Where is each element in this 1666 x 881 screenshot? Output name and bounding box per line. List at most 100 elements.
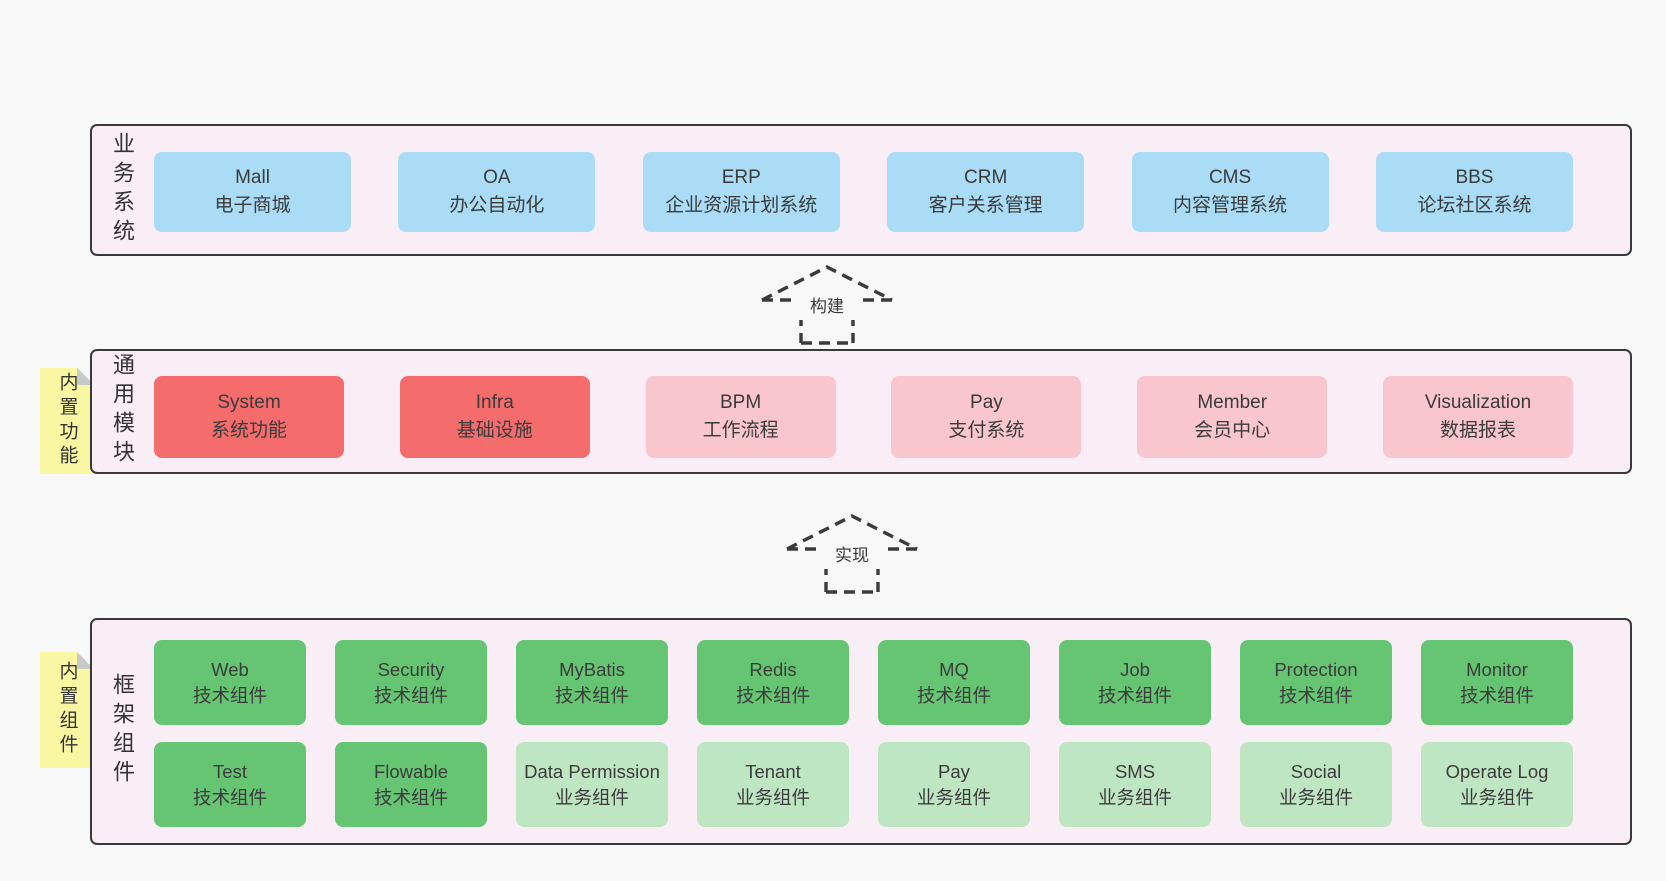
- card-subtitle: 业务组件: [554, 786, 629, 808]
- card-title: Security: [377, 658, 445, 680]
- card-pay: Pay 支付系统: [891, 376, 1082, 458]
- card-visualization: Visualization 数据报表: [1382, 376, 1573, 458]
- section-label-framework: 框架组件: [92, 620, 152, 843]
- card-title: MQ: [939, 658, 969, 680]
- card-title: Web: [211, 658, 249, 680]
- card-title: System: [217, 391, 281, 413]
- section-label-business: 业务系统: [92, 126, 152, 254]
- card-subtitle: 工作流程: [702, 420, 779, 441]
- card-subtitle: 技术组件: [192, 786, 267, 808]
- card-title: Flowable: [373, 760, 449, 782]
- card-title: CMS: [1208, 166, 1252, 188]
- section-label-text: 业务系统: [110, 131, 135, 249]
- card-title: Pay: [970, 391, 1003, 413]
- card-subtitle: 技术组件: [1459, 684, 1534, 706]
- card-subtitle: 客户关系管理: [928, 195, 1043, 216]
- card-system: System 系统功能: [154, 376, 344, 458]
- section-label-common: 通用模块: [92, 351, 152, 472]
- arrow-label: 构建: [810, 297, 844, 316]
- card-subtitle: 电子商城: [214, 195, 291, 216]
- card-title: MyBatis: [559, 658, 625, 680]
- card-subtitle: 基础设施: [456, 420, 533, 441]
- arrow-build-icon: 构建: [761, 265, 893, 345]
- card-test: Test 技术组件: [154, 742, 306, 827]
- card-title: BPM: [720, 391, 762, 413]
- card-subtitle: 技术组件: [735, 684, 810, 706]
- card-title: Operate Log: [1445, 760, 1549, 782]
- folded-corner-icon: [77, 368, 94, 385]
- card-subtitle: 内容管理系统: [1173, 195, 1288, 216]
- card-mall: Mall 电子商城: [154, 152, 351, 232]
- card-monitor: Monitor 技术组件: [1421, 640, 1573, 725]
- arrow-label-background: [797, 290, 857, 320]
- card-data-permission: Data Permission 业务组件: [516, 742, 668, 827]
- card-subtitle: 技术组件: [1097, 684, 1172, 706]
- card-title: Data Permission: [524, 760, 660, 782]
- card-title: Mall: [235, 166, 270, 188]
- arrow-label: 实现: [835, 546, 869, 565]
- card-protection: Protection 技术组件: [1240, 640, 1392, 725]
- card-title: Job: [1120, 658, 1150, 680]
- card-job: Job 技术组件: [1059, 640, 1211, 725]
- card-title: Pay: [938, 760, 970, 782]
- card-cms: CMS 内容管理系统: [1131, 152, 1329, 232]
- arrow-label-background: [822, 539, 882, 569]
- card-operate-log: Operate Log 业务组件: [1421, 742, 1573, 827]
- card-subtitle: 业务组件: [735, 786, 810, 808]
- card-subtitle: 数据报表: [1439, 420, 1516, 441]
- card-title: SMS: [1114, 760, 1156, 782]
- card-subtitle: 业务组件: [1459, 786, 1534, 808]
- card-title: OA: [483, 166, 511, 188]
- card-subtitle: 业务组件: [1097, 786, 1172, 808]
- card-oa: OA 办公自动化: [398, 152, 596, 232]
- card-title: BBS: [1455, 166, 1494, 188]
- card-title: Redis: [749, 658, 797, 680]
- card-title: Tenant: [745, 760, 801, 782]
- sticky-note-text: 内置组件: [56, 661, 78, 759]
- card-title: Member: [1197, 391, 1268, 413]
- card-web: Web 技术组件: [154, 640, 306, 725]
- sticky-note-built-in-components: 内置组件: [40, 652, 94, 768]
- card-subtitle: 支付系统: [948, 420, 1025, 441]
- card-subtitle: 技术组件: [554, 684, 629, 706]
- card-mybatis: MyBatis 技术组件: [516, 640, 668, 725]
- card-subtitle: 系统功能: [210, 420, 287, 441]
- card-subtitle: 技术组件: [1278, 684, 1353, 706]
- card-title: Protection: [1274, 658, 1358, 680]
- folded-corner-icon: [77, 652, 94, 669]
- card-subtitle: 企业资源计划系统: [665, 195, 818, 216]
- arrow-implement-icon: 实现: [786, 514, 918, 594]
- card-bpm: BPM 工作流程: [645, 376, 836, 458]
- card-erp: ERP 企业资源计划系统: [642, 152, 840, 232]
- card-title: Visualization: [1424, 391, 1532, 413]
- sticky-note-built-in-features: 内置功能: [40, 368, 94, 474]
- card-title: ERP: [721, 166, 761, 188]
- card-subtitle: 技术组件: [373, 684, 448, 706]
- card-subtitle: 办公自动化: [449, 195, 545, 216]
- card-redis: Redis 技术组件: [697, 640, 849, 725]
- card-sms: SMS 业务组件: [1059, 742, 1211, 827]
- card-subtitle: 技术组件: [192, 684, 267, 706]
- card-pay: Pay 业务组件: [878, 742, 1030, 827]
- card-title: Monitor: [1466, 658, 1528, 680]
- card-subtitle: 业务组件: [916, 786, 991, 808]
- card-security: Security 技术组件: [335, 640, 487, 725]
- section-label-text: 通用模块: [110, 353, 135, 470]
- card-title: Test: [213, 760, 247, 782]
- card-tenant: Tenant 业务组件: [697, 742, 849, 827]
- section-label-text: 框架组件: [110, 673, 135, 790]
